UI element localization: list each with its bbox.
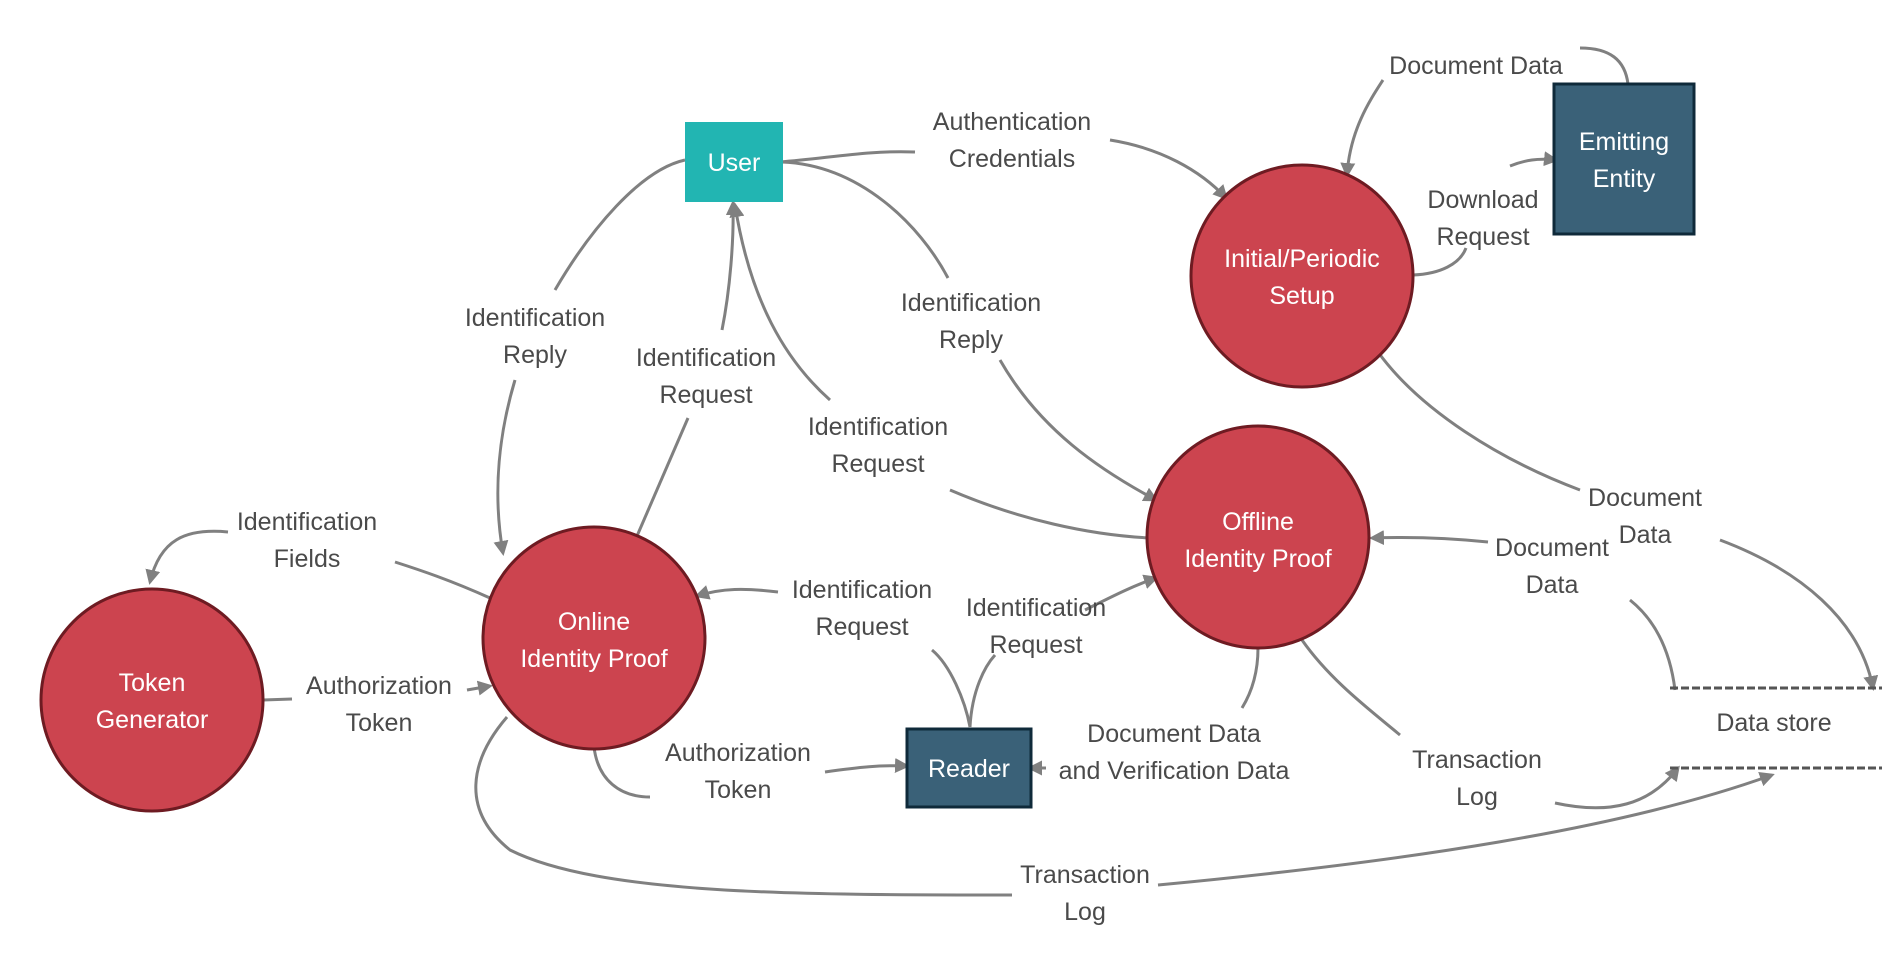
label-trans-log-bottom-1: Transaction <box>1020 861 1150 889</box>
label-auth-cred-1: Authentication <box>933 108 1091 136</box>
edge-id-request-mid-b <box>729 202 831 402</box>
data-store-label: Data store <box>1716 709 1831 737</box>
setup-label-1: Initial/Periodic <box>1224 245 1380 273</box>
emitting-entity-box <box>1552 82 1696 236</box>
edge-id-req-reader-online-a <box>931 648 972 728</box>
edge-id-request-up-b <box>720 200 741 331</box>
label-id-req-reader-offline-2: Request <box>989 631 1082 659</box>
edge-labels: Document Data Authentication Credentials… <box>237 52 1702 926</box>
label-trans-log-bottom-2: Log <box>1064 898 1106 926</box>
label-doc-data-top: Document Data <box>1389 52 1563 80</box>
label-id-req-mid-2: Request <box>831 450 924 478</box>
label-download-2: Request <box>1436 223 1529 251</box>
edge-auth-token-tg-b <box>466 680 493 696</box>
label-id-req-up-2: Request <box>659 381 752 409</box>
label-doc-data-right-2: Data <box>1619 521 1672 549</box>
edge-auth-token-tg-a <box>262 697 293 702</box>
label-id-fields-1: Identification <box>237 508 377 536</box>
node-offline-identity-proof[interactable]: Offline Identity Proof <box>1145 424 1371 650</box>
token-label-2: Generator <box>96 706 209 734</box>
label-id-req-up-1: Identification <box>636 344 776 372</box>
label-auth-token-reader-2: Token <box>705 776 772 804</box>
online-label-1: Online <box>558 608 630 636</box>
online-circle <box>481 525 707 751</box>
label-id-fields-2: Fields <box>274 545 341 573</box>
offline-label-2: Identity Proof <box>1184 545 1331 573</box>
label-id-reply-right-2: Reply <box>939 326 1003 354</box>
edge-trans-log-bottom-b <box>1157 772 1775 887</box>
edge-id-reply-left-a <box>553 158 686 291</box>
edge-id-reply-right-b <box>998 359 1159 502</box>
setup-label-2: Setup <box>1269 282 1334 310</box>
edge-id-fields <box>150 529 491 600</box>
setup-circle <box>1189 163 1415 389</box>
label-doc-verif-1: Document Data <box>1087 720 1261 748</box>
edge-id-reply-left-b <box>493 379 517 556</box>
edge-trans-log-bottom-a <box>474 716 1013 897</box>
offline-circle <box>1145 424 1371 650</box>
edges <box>150 46 1879 897</box>
label-doc-data-right-1: Document <box>1588 484 1702 512</box>
edge-download-request <box>1412 159 1556 277</box>
emitting-entity-label-2: Entity <box>1593 165 1656 193</box>
edge-id-req-reader-online-b <box>694 585 779 600</box>
label-auth-token-tg-2: Token <box>346 709 413 737</box>
label-id-reply-left-2: Reply <box>503 341 567 369</box>
label-doc-verif-2: and Verification Data <box>1059 757 1290 785</box>
user-box <box>685 122 783 202</box>
edge-doc-verif-a <box>1240 647 1260 709</box>
label-id-reply-left-1: Identification <box>465 304 605 332</box>
edge-setup-datastore-a <box>1376 351 1581 492</box>
label-id-req-reader-online-2: Request <box>815 613 908 641</box>
edge-id-request-up-a <box>635 417 690 537</box>
token-circle <box>39 587 265 813</box>
offline-label-1: Offline <box>1222 508 1294 536</box>
node-emitting-entity[interactable]: Emitting Entity <box>1552 82 1696 236</box>
edge-auth-token-reader-b <box>824 758 910 774</box>
label-doc-data-mid-2: Data <box>1526 571 1579 599</box>
label-auth-token-tg-1: Authorization <box>306 672 452 700</box>
edge-document-data-top <box>1347 46 1630 175</box>
label-id-reply-right-1: Identification <box>901 289 1041 317</box>
edge-trans-log-right-a <box>1300 639 1401 737</box>
label-auth-cred-2: Credentials <box>949 145 1075 173</box>
edge-id-request-mid-a <box>949 488 1151 540</box>
node-initial-periodic-setup[interactable]: Initial/Periodic Setup <box>1189 163 1415 389</box>
emitting-entity-label-1: Emitting <box>1579 128 1669 156</box>
label-download-1: Download <box>1427 186 1538 214</box>
label-trans-log-right-2: Log <box>1456 783 1498 811</box>
node-reader[interactable]: Reader <box>905 727 1033 809</box>
reader-label: Reader <box>928 755 1010 783</box>
label-auth-token-reader-1: Authorization <box>665 739 811 767</box>
data-store: Data store <box>1670 686 1882 770</box>
label-id-req-mid-1: Identification <box>808 413 948 441</box>
token-label-1: Token <box>119 669 186 697</box>
edge-id-req-reader-offline <box>968 578 1156 728</box>
label-id-req-reader-offline-1: Identification <box>966 594 1106 622</box>
edge-id-reply-right-a <box>781 160 950 279</box>
edge-doc-data-mid-a <box>1629 598 1677 691</box>
edge-setup-datastore-b <box>1719 538 1879 691</box>
node-online-identity-proof[interactable]: Online Identity Proof <box>481 525 707 751</box>
online-label-2: Identity Proof <box>520 645 667 673</box>
reader-box <box>905 727 1033 809</box>
label-id-req-reader-online-1: Identification <box>792 576 932 604</box>
edge-auth-credentials-b <box>1109 138 1229 201</box>
label-doc-data-mid-1: Document <box>1495 534 1609 562</box>
edge-auth-token-reader-a <box>592 746 651 799</box>
node-user[interactable]: User <box>685 122 783 202</box>
label-trans-log-right-1: Transaction <box>1412 746 1542 774</box>
node-token-generator[interactable]: Token Generator <box>39 587 265 813</box>
edge-trans-log-right-b <box>1554 765 1680 810</box>
user-label: User <box>708 149 761 177</box>
edge-doc-data-mid-b <box>1369 530 1489 546</box>
edge-auth-credentials-a <box>779 150 916 164</box>
